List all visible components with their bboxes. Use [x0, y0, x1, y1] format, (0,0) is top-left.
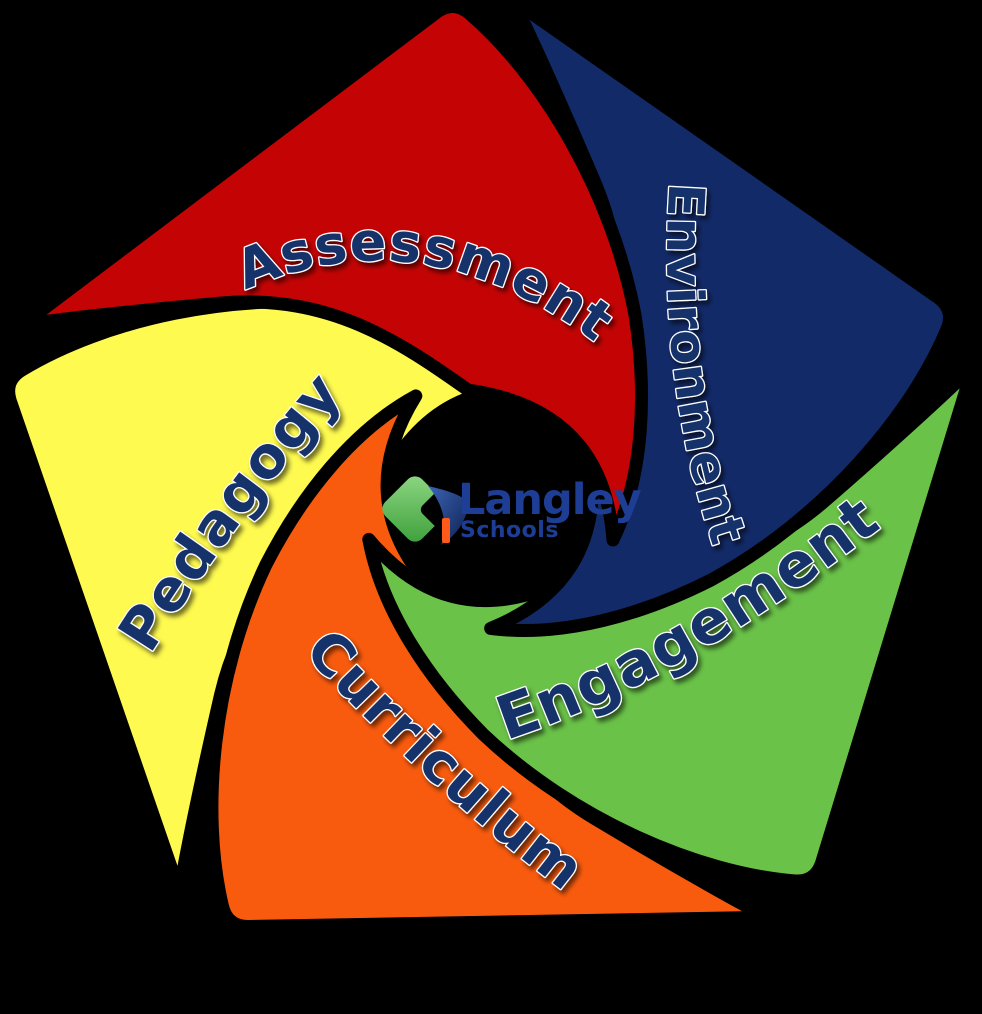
langley-logo-green-chevron [382, 476, 448, 542]
langley-logo-blue-flag [428, 486, 469, 545]
langley-logo-subtitle: Schools [460, 518, 559, 543]
langley-logo-title: Langley [458, 475, 642, 525]
langley-logo-orange-tick [442, 518, 450, 543]
langley-logo: Langley Schools [382, 475, 643, 545]
langley-logo-icon [382, 476, 469, 545]
